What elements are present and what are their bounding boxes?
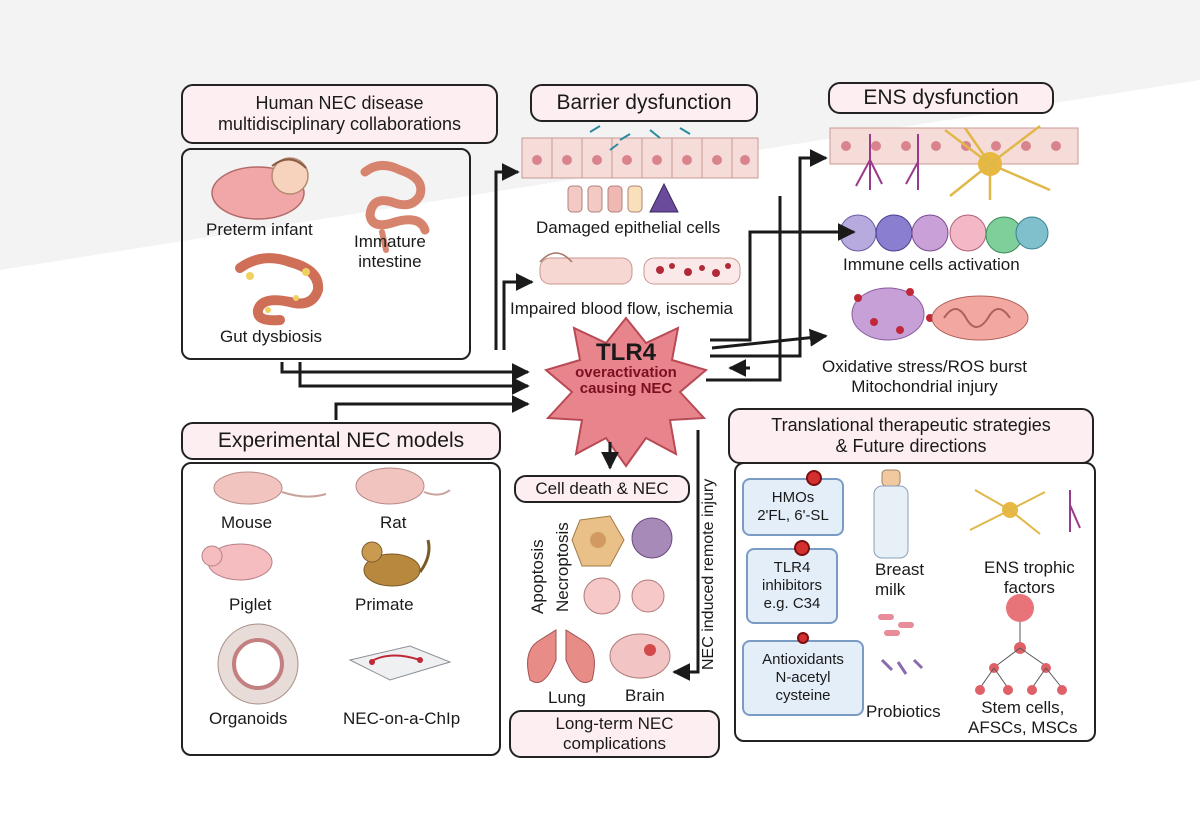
preterm-infant-illustration: [211, 157, 309, 220]
tlr4-inh-line2: inhibitors: [761, 577, 823, 594]
stem-cells-line2: AFSCs, MSCs: [968, 717, 1078, 737]
probiotics-illustration: [878, 614, 924, 675]
immune-cells-illustration: [839, 214, 1049, 254]
therapy-header: Translational therapeutic strategies & F…: [728, 408, 1094, 464]
ens-dysfunction-title: ENS dysfunction: [863, 85, 1019, 109]
tlr4-inhibitors-marker: [794, 540, 810, 556]
tlr4-inh-line1: TLR4: [773, 559, 811, 576]
primate-illustration: [361, 539, 431, 587]
cell-death-title: Cell death & NEC: [535, 479, 669, 499]
preterm-infant-label: Preterm infant: [206, 220, 313, 239]
breast-milk-label: Breast milk: [875, 560, 924, 599]
oxidative-stress-line1: Oxidative stress/ROS burst: [822, 357, 1028, 376]
cell-death-header: Cell death & NEC: [514, 475, 690, 503]
tlr4-inh-line3: e.g. C34: [763, 595, 821, 612]
human-nec-header: Human NEC disease multidisciplinary coll…: [181, 84, 498, 144]
piglet-label: Piglet: [229, 595, 272, 614]
tlr4-line2: causing NEC: [579, 379, 673, 397]
brain-illustration: [609, 633, 671, 679]
human-nec-header-line2: multidisciplinary collaborations: [217, 114, 462, 134]
breast-milk-line2: milk: [875, 579, 906, 599]
stem-cell-tree-illustration: [975, 594, 1067, 695]
tlr4-title: TLR4: [596, 339, 656, 366]
connector-arrows: [280, 149, 856, 681]
therapy-header-line1: Translational therapeutic strategies: [771, 415, 1051, 436]
rat-illustration: [355, 467, 451, 505]
lung-illustration: [527, 629, 595, 683]
primate-label: Primate: [355, 595, 414, 614]
antiox-line1: Antioxidants: [762, 651, 844, 668]
probiotics-label: Probiotics: [866, 702, 941, 721]
tlr4-inhibitors-box: TLR4 inhibitors e.g. C34: [746, 548, 838, 624]
impaired-blood-flow-label: Impaired blood flow, ischemia: [510, 299, 734, 318]
ens-dysfunction-header: ENS dysfunction: [828, 82, 1054, 114]
brain-label: Brain: [625, 686, 665, 705]
models-title: Experimental NEC models: [217, 428, 465, 452]
tlr4-center-text: TLR4 overactivation causing NEC: [556, 340, 696, 397]
piglet-illustration: [201, 543, 273, 581]
immature-intestine-line1: Immature: [354, 232, 426, 251]
ens-trophic-label: ENS trophic factors: [984, 558, 1075, 597]
blood-vessel-illustration: [539, 252, 741, 285]
gut-dysbiosis-illustration: [235, 253, 324, 326]
chip-illustration: [348, 645, 452, 681]
ens-trophic-line1: ENS trophic: [984, 558, 1075, 577]
ros-mitochondria-illustration: [851, 287, 1029, 341]
immune-activation-label: Immune cells activation: [843, 255, 1020, 274]
therapy-panel: [734, 462, 1096, 742]
antioxidants-box: Antioxidants N-acetyl cysteine: [742, 640, 864, 716]
ens-epithelium-illustration: [829, 125, 1079, 200]
hmos-line2: 2'FL, 6'-SL: [757, 507, 829, 524]
hmos-marker: [806, 470, 822, 486]
antiox-line2: N-acetyl: [775, 669, 831, 686]
immature-intestine-label: Immature intestine: [354, 232, 426, 271]
antioxidants-marker: [797, 632, 809, 644]
barrier-dysfunction-title: Barrier dysfunction: [556, 90, 732, 114]
therapy-header-line2: & Future directions: [835, 436, 987, 456]
stem-cells-line1: Stem cells,: [981, 698, 1065, 717]
oxidative-stress-label: Oxidative stress/ROS burst Mitochondrial…: [822, 357, 1027, 396]
gut-dysbiosis-label: Gut dysbiosis: [220, 327, 323, 346]
models-panel: [181, 462, 501, 756]
chip-label: NEC-on-a-ChIp: [343, 709, 461, 728]
antiox-line3: cysteine: [775, 687, 831, 704]
cell-death-illustration: [571, 515, 673, 615]
hmos-box: HMOs 2'FL, 6'-SL: [742, 478, 844, 536]
epithelial-layer-illustration: [521, 125, 759, 213]
hmos-line1: HMOs: [771, 489, 815, 506]
human-nec-header-line1: Human NEC disease: [255, 93, 424, 114]
long-term-complications-box: Long-term NEC complications: [509, 710, 720, 758]
barrier-dysfunction-header: Barrier dysfunction: [530, 84, 758, 122]
tlr4-line1: overactivation: [575, 364, 677, 382]
damaged-epithelial-label: Damaged epithelial cells: [536, 218, 721, 237]
apoptosis-label: Apoptosis: [528, 539, 547, 614]
remote-injury-label: NEC induced remote injury: [700, 478, 717, 670]
mouse-label: Mouse: [221, 513, 273, 532]
organoid-illustration: [217, 623, 299, 705]
human-nec-panel: [181, 148, 471, 360]
mouse-illustration: [213, 471, 327, 505]
necroptosis-label: Necroptosis: [553, 522, 572, 612]
stem-cells-label: Stem cells, AFSCs, MSCs: [968, 698, 1078, 737]
lung-label: Lung: [548, 688, 586, 707]
breast-milk-line1: Breast: [875, 560, 925, 579]
organoids-label: Organoids: [209, 709, 288, 728]
immature-intestine-line2: intestine: [358, 251, 422, 271]
long-term-line1: Long-term NEC: [555, 714, 674, 734]
oxidative-stress-line2: Mitochondrial injury: [851, 376, 998, 396]
rat-label: Rat: [380, 513, 407, 532]
immature-intestine-illustration: [360, 161, 430, 253]
models-header: Experimental NEC models: [181, 422, 501, 460]
ens-trophic-line2: factors: [1003, 577, 1055, 597]
tlr4-starburst: [543, 316, 709, 468]
breast-milk-illustration: [873, 469, 909, 559]
long-term-line2: complications: [563, 734, 666, 753]
ens-neuron-illustration: [969, 489, 1081, 535]
